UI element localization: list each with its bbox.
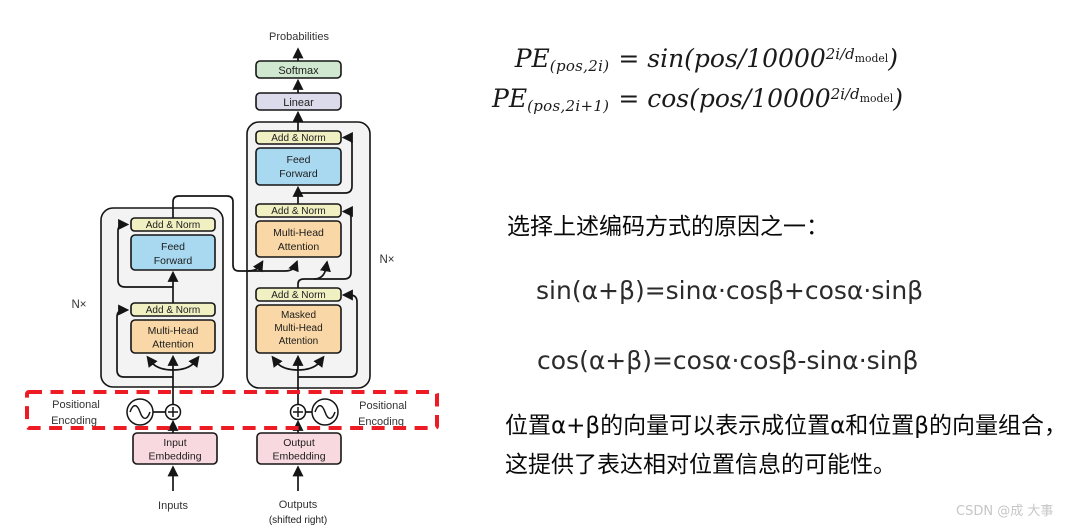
positional-encoding-label-left: Positional Encoding (51, 399, 100, 427)
n-times-label-right: N× (379, 254, 394, 266)
inputs-label: Inputs (158, 500, 188, 512)
add-norm-label: Add & Norm (146, 305, 200, 316)
svg-text:Encoding: Encoding (51, 415, 97, 427)
pe-sin-lhs: PE(pos,2i) (514, 44, 610, 75)
positional-encoding-highlight (25, 390, 439, 430)
pe-cos-lhs: PE(pos,2i+1) (492, 83, 610, 115)
plus-icon (164, 403, 182, 421)
transformer-diagram: Add & Norm Feed Forward Add & Norm Multi… (25, 31, 439, 526)
cos-identity-text: cos(α+β)=cosα·cosβ-sinα·sinβ (537, 346, 919, 375)
encoder-multi-head-attention-box: Multi-Head Attention (130, 319, 216, 354)
multi-head-attention-label: Attention (278, 241, 320, 253)
pe-sin-rhs: = sin(pos/100002i/dmodel) (618, 44, 899, 73)
multi-head-attention-label: Attention (152, 339, 194, 351)
encoder-feed-forward-box: Feed Forward (130, 234, 216, 271)
sine-wave-icon (126, 398, 154, 426)
add-norm-label: Add & Norm (271, 290, 325, 301)
feed-forward-label: Feed (161, 241, 185, 253)
softmax-label: Softmax (278, 65, 319, 77)
multi-head-attention-label: Multi-Head (273, 227, 324, 239)
svg-text:Positional: Positional (52, 399, 100, 411)
masked-mha-label: Multi-Head (274, 323, 322, 334)
input-embedding-label: Input (163, 437, 186, 449)
svg-text:Positional: Positional (359, 400, 407, 412)
input-embedding-box: Input Embedding (132, 432, 218, 465)
masked-multi-head-attention-box: Masked Multi-Head Attention (255, 304, 342, 354)
outputs-label: Outputs (279, 499, 318, 511)
csdn-watermark: CSDN @成 大事 (956, 504, 1054, 519)
decoder-feed-forward-box: Feed Forward (255, 147, 342, 186)
multi-head-attention-label: Multi-Head (148, 325, 199, 337)
add-norm-label: Add & Norm (271, 133, 325, 144)
probabilities-label: Probabilities (269, 31, 329, 43)
masked-mha-label: Attention (279, 336, 318, 347)
diagram-arrows (116, 47, 358, 491)
decoder-add-norm-bottom-box: Add & Norm (255, 287, 342, 302)
positional-encoding-label-right: Positional Encoding (358, 400, 407, 428)
masked-mha-label: Masked (281, 310, 316, 321)
svg-text:Encoding: Encoding (358, 416, 404, 428)
encoder-add-norm-top-box: Add & Norm (130, 217, 216, 232)
sine-wave-icon (311, 398, 339, 426)
sin-identity-text: sin(α+β)=sinα·cosβ+cosα·sinβ (536, 276, 924, 305)
decoder-add-norm-mid-box: Add & Norm (255, 203, 342, 218)
plus-icon (289, 403, 307, 421)
linear-box: Linear (255, 92, 342, 111)
output-embedding-label: Output (283, 437, 315, 449)
decoder-add-norm-top-box: Add & Norm (255, 130, 342, 145)
linear-label: Linear (283, 97, 314, 109)
conclusion-line1: 位置α+β的向量可以表示成位置α和位置β的向量组合， (505, 413, 1067, 439)
softmax-box: Softmax (255, 60, 342, 79)
decoder-multi-head-attention-box: Multi-Head Attention (255, 220, 342, 258)
output-embedding-box: Output Embedding (256, 432, 342, 465)
add-norm-label: Add & Norm (146, 220, 200, 231)
n-times-label-left: N× (71, 299, 86, 311)
reason-text: 选择上述编码方式的原因之一： (507, 214, 829, 240)
encoder-add-norm-bottom-box: Add & Norm (130, 302, 216, 317)
input-embedding-label: Embedding (148, 451, 201, 463)
conclusion-line2: 这提供了表达相对位置信息的可能性。 (505, 452, 896, 478)
outputs-note-label: (shifted right) (269, 515, 327, 526)
feed-forward-label: Forward (279, 168, 318, 180)
output-embedding-label: Embedding (272, 451, 325, 463)
feed-forward-label: Forward (154, 255, 193, 267)
add-norm-label: Add & Norm (271, 206, 325, 217)
positional-encoding-formulas: PE(pos,2i) = sin(pos/100002i/dmodel) PE(… (492, 44, 903, 115)
pe-cos-rhs: = cos(pos/100002i/dmodel) (618, 83, 903, 113)
feed-forward-label: Feed (287, 154, 311, 166)
